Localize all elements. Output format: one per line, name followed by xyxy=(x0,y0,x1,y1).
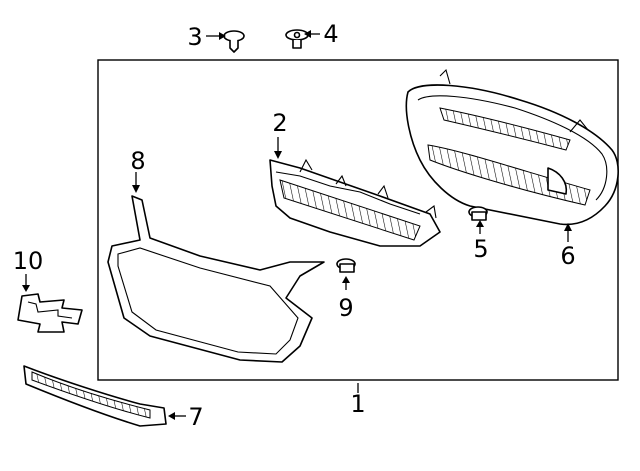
part-10-emblem xyxy=(17,293,83,333)
callout-6: 6 xyxy=(560,242,575,270)
callout-3: 3 xyxy=(187,23,202,51)
part-4-clip xyxy=(285,29,309,49)
part-3-push-clip xyxy=(223,30,245,53)
part-9-screw xyxy=(336,258,356,273)
part-8-surround-molding xyxy=(107,195,325,363)
leader-lines xyxy=(22,30,572,420)
callout-10: 10 xyxy=(13,247,44,275)
callout-1: 1 xyxy=(350,390,365,418)
part-6-grille-assembly xyxy=(405,68,619,226)
part-5-screw xyxy=(468,206,488,221)
callout-4: 4 xyxy=(323,20,338,48)
callout-8: 8 xyxy=(130,147,145,175)
assembly-box xyxy=(97,59,619,381)
callout-5: 5 xyxy=(473,235,488,263)
callout-9: 9 xyxy=(338,294,353,322)
callout-7: 7 xyxy=(188,403,203,431)
part-7-lower-molding xyxy=(23,365,167,427)
callout-2: 2 xyxy=(272,109,287,137)
part-2-grille-bracket xyxy=(269,158,441,247)
